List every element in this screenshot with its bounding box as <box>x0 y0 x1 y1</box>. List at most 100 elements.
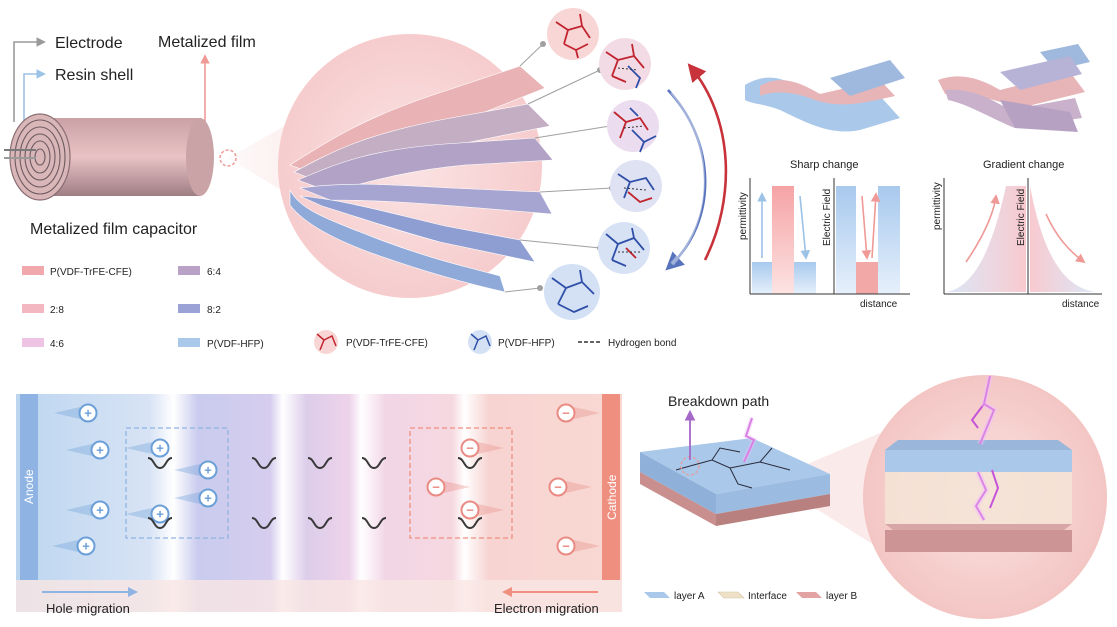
legend-item-3: 6:4 <box>178 266 221 278</box>
layered-films-illustration <box>278 8 728 320</box>
hole-trail <box>126 442 152 454</box>
interface-label: Interface <box>748 591 787 602</box>
hole-circle <box>90 500 110 520</box>
sharp-bar-left <box>752 262 772 294</box>
electron-trail <box>478 504 504 516</box>
capacitor-end-right <box>186 118 214 196</box>
electron-circle <box>460 500 480 520</box>
electron-circle <box>426 477 446 497</box>
trap-site <box>361 517 387 530</box>
legend-item-0: P(VDF-TrFE-CFE) <box>22 266 132 278</box>
legend-label-5: P(VDF-HFP) <box>207 339 264 350</box>
electron-symbol: − <box>466 503 474 518</box>
cracks <box>675 447 791 489</box>
sharp-bar-right <box>794 262 816 294</box>
hole-carrier: + <box>52 536 96 556</box>
hole-trail <box>174 492 200 504</box>
hole-carrier: + <box>126 438 170 458</box>
trap-site <box>251 517 277 530</box>
lightning-small-glow <box>741 417 758 464</box>
electron-carrier: − <box>548 477 592 497</box>
gradient-area-right <box>1030 186 1096 292</box>
legend-item-5: P(VDF-HFP) <box>178 338 264 350</box>
electron-carrier: − <box>426 477 470 497</box>
electrode-label: Electrode <box>55 35 123 52</box>
gradient-y-left: permittivity <box>932 182 943 230</box>
layer-b-label: layer B <box>826 591 857 602</box>
sharp-arrow-2 <box>799 195 811 260</box>
legend-label-1: 2:8 <box>50 305 64 316</box>
electron-circle <box>556 403 576 423</box>
legend-hydrogen-bond: Hydrogen bond <box>578 338 676 349</box>
anode-label: Anode <box>22 469 36 504</box>
lightning-small <box>743 417 756 463</box>
electron-carrier: − <box>460 438 504 458</box>
legend-swatch-5 <box>178 338 200 347</box>
electron-trail <box>574 540 600 552</box>
hydrogen-bond-label: Hydrogen bond <box>608 338 676 349</box>
layer-a-swatch <box>644 592 670 598</box>
legend-label-4: 8:2 <box>207 305 221 316</box>
sharp-y-left: permittivity <box>738 192 749 240</box>
hole-carrier: + <box>54 403 98 423</box>
sharp-bar-mid <box>772 186 794 294</box>
migration-base-strip <box>16 580 622 612</box>
zoom-target-ring <box>219 149 237 167</box>
cathode-bar <box>602 394 620 580</box>
electron-migration-label: Electron migration <box>494 601 599 616</box>
electron-trail <box>478 442 504 454</box>
migration-background <box>16 394 622 612</box>
electron-symbol: − <box>562 539 570 554</box>
sharp-title: Sharp change <box>790 159 859 171</box>
gradient-film-illustration <box>938 44 1090 132</box>
legend-label-3: 6:4 <box>207 267 221 278</box>
hole-trail <box>126 508 152 520</box>
electron-circle <box>460 438 480 458</box>
legend-label-0: P(VDF-TrFE-CFE) <box>50 267 132 278</box>
film-layer-5 <box>299 195 536 263</box>
gradient-area-left <box>946 186 1026 292</box>
hole-migration-label: Hole migration <box>46 601 130 616</box>
interface-swatch <box>717 591 745 599</box>
holes: ++++++++ <box>52 403 218 556</box>
trap-site <box>307 517 333 530</box>
legend-swatch-1 <box>22 304 44 313</box>
sharp-x-label: distance <box>860 299 898 310</box>
anode-bar <box>20 394 38 580</box>
trap-site <box>361 457 387 470</box>
layer-a-label: layer A <box>674 591 705 602</box>
network-circle-3 <box>534 100 659 153</box>
layer-b-swatch <box>796 592 822 598</box>
sharp-arrow-4 <box>870 192 881 259</box>
hole-circle <box>198 488 218 508</box>
electron-trail <box>574 407 600 419</box>
gradient-arrow-fade <box>670 90 705 266</box>
legend: P(VDF-TrFE-CFE) 2:8 4:6 6:4 8:2 P(VDF-HF… <box>22 266 676 354</box>
block-side-b <box>716 494 830 526</box>
network-circle-5 <box>519 222 650 274</box>
gradient-y-right: Electric Field <box>1016 189 1027 246</box>
gradient-arrow-down <box>665 89 707 271</box>
sharp-change-panel: Sharp change permittivity Electric Field… <box>738 60 910 310</box>
gradient-arrow-up <box>687 63 728 261</box>
hole-trail <box>66 504 92 516</box>
zoom-interface <box>885 472 1072 524</box>
network-red-label: P(VDF-TrFE-CFE) <box>346 338 428 349</box>
film-layer-3 <box>297 137 554 193</box>
electrons: −−−−−− <box>426 403 600 556</box>
zoom-layer-b-top <box>885 524 1072 530</box>
electron-symbol: − <box>432 480 440 495</box>
cathode-zoom-box <box>409 427 513 539</box>
trap-site <box>307 457 333 470</box>
gradient-title: Gradient change <box>983 159 1064 171</box>
hole-circle <box>78 403 98 423</box>
gradient-change-panel: Gradient change permittivity Electric Fi… <box>932 44 1102 310</box>
hole-circle <box>76 536 96 556</box>
lightning-large <box>970 375 1000 521</box>
legend-label-2: 4:6 <box>50 339 64 350</box>
hole-circle <box>198 460 218 480</box>
gradient-x-label: distance <box>1062 299 1100 310</box>
sharp-film-illustration <box>745 60 905 132</box>
block-top <box>640 438 830 494</box>
hole-symbol: + <box>156 507 164 522</box>
